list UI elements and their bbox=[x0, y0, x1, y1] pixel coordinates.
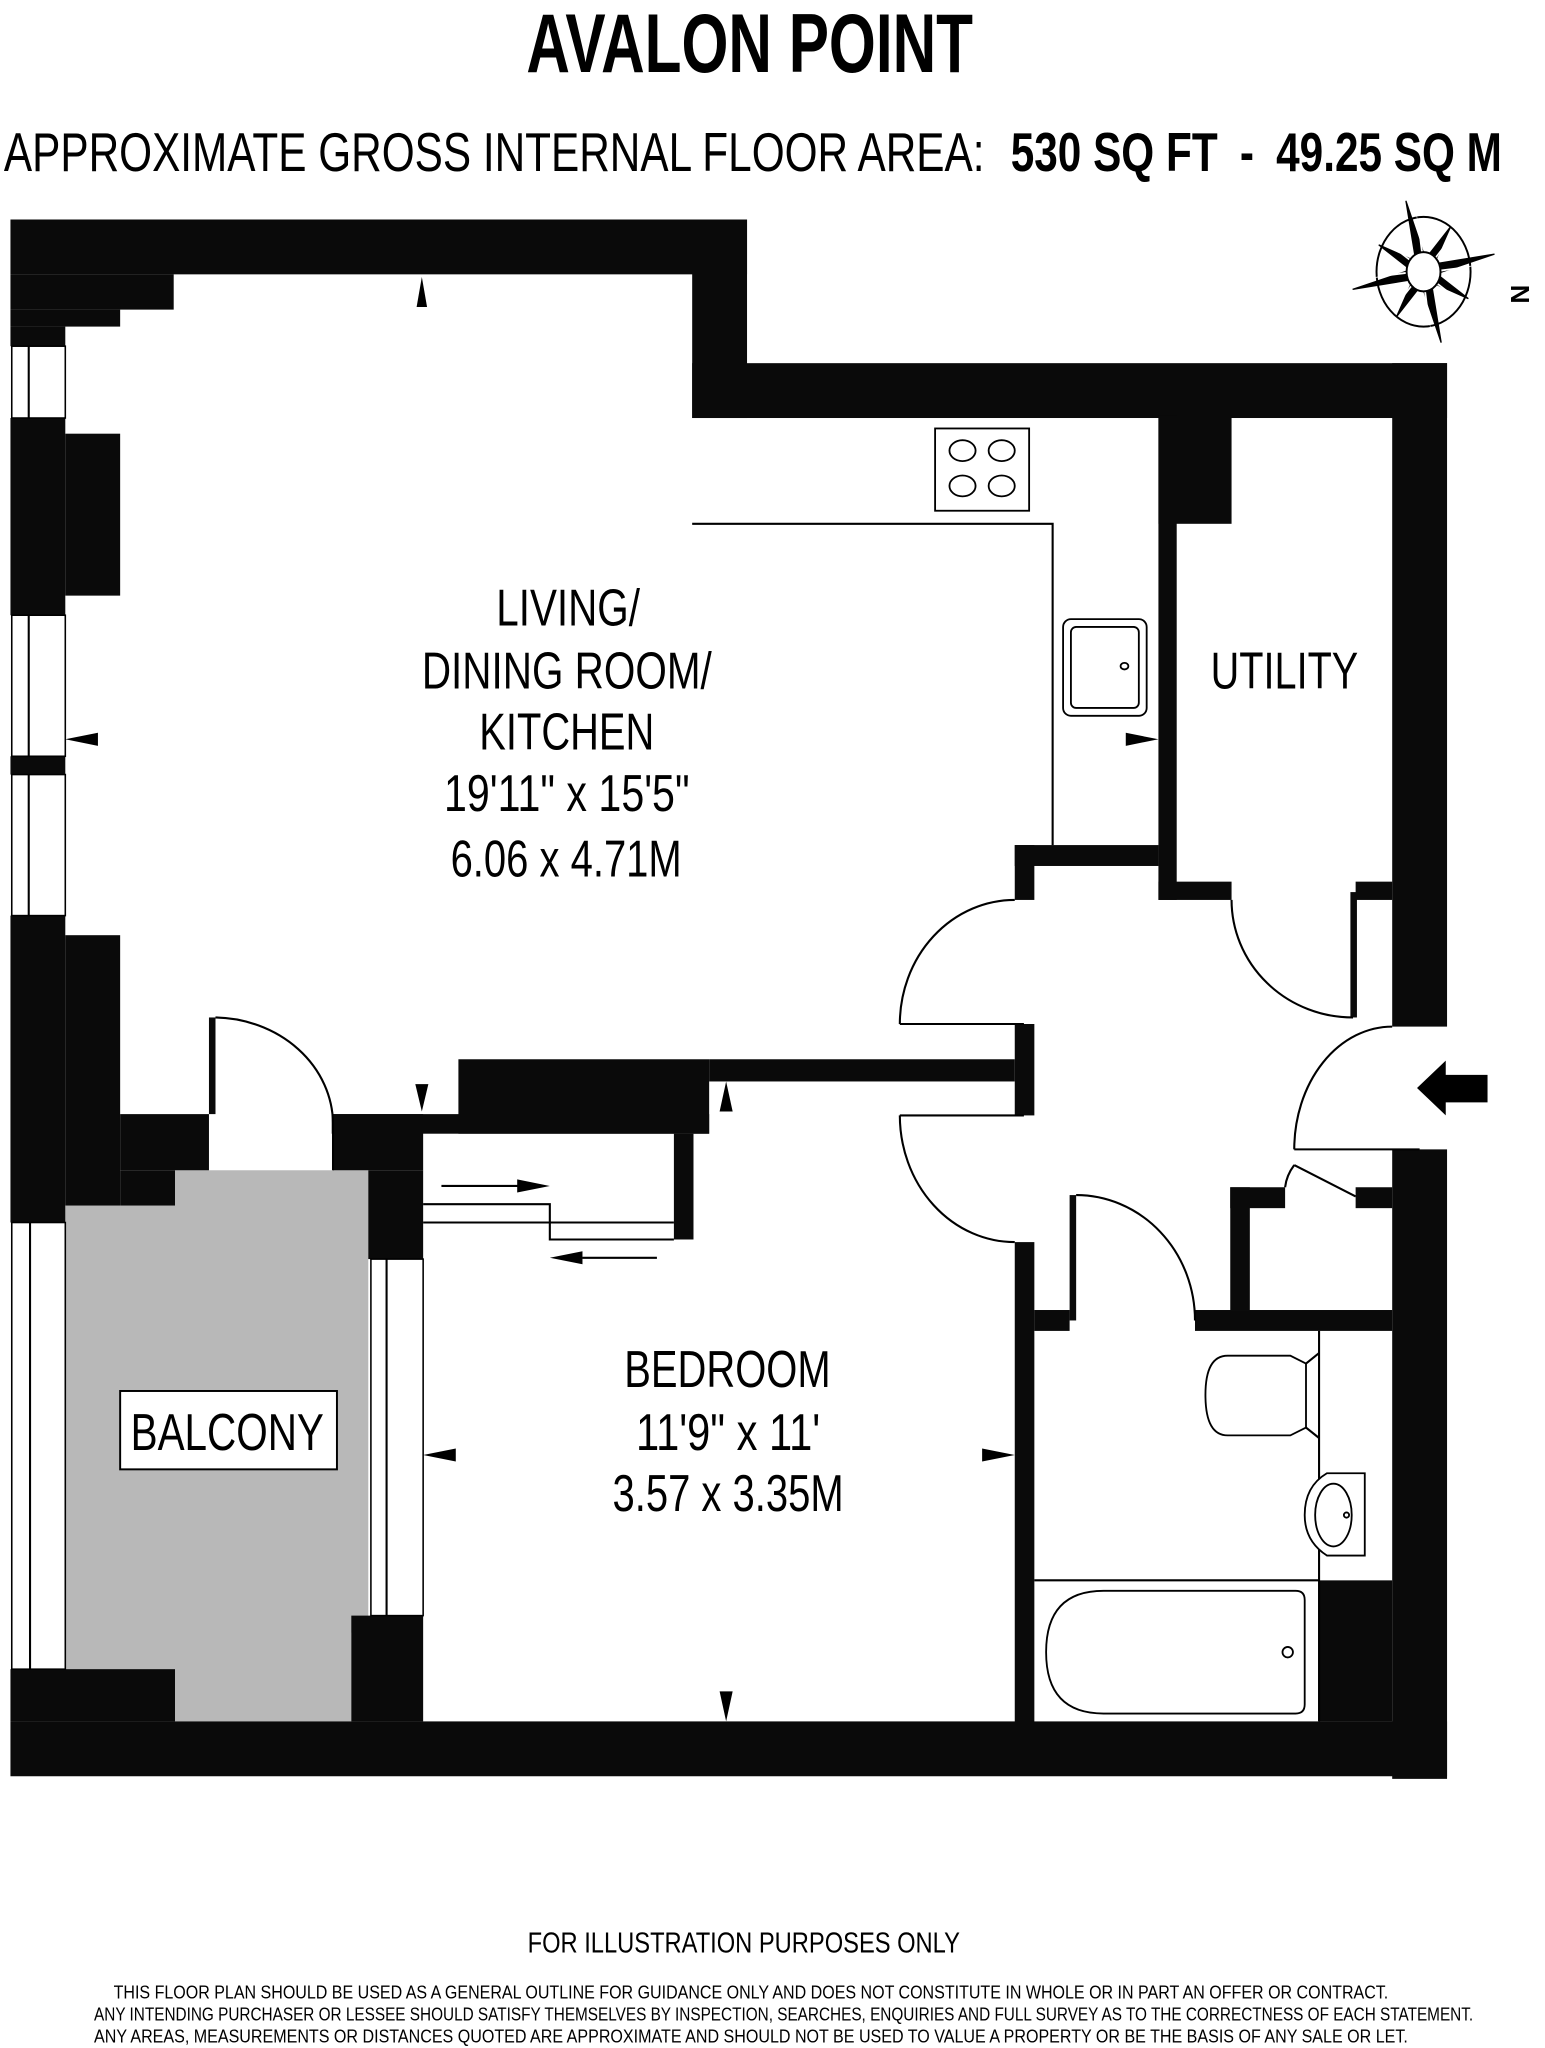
wardrobe bbox=[423, 1179, 674, 1265]
walls bbox=[10, 219, 1448, 1779]
area-sq-ft: 530 SQ FT bbox=[1011, 123, 1218, 183]
disclaimer-line-2: ANY INTENDING PURCHASER OR LESSEE SHOULD… bbox=[94, 2003, 1473, 2024]
bathroom-fixtures bbox=[1034, 1330, 1366, 1722]
hob-icon bbox=[934, 427, 1031, 512]
toilet-icon bbox=[1204, 1352, 1320, 1439]
room-balcony: BALCONY bbox=[119, 1390, 338, 1471]
living-dimensions-metric: 6.06 x 4.71M bbox=[451, 830, 682, 888]
living-label-line-3: KITCHEN bbox=[479, 704, 654, 762]
doors bbox=[215, 898, 1420, 1321]
bath-icon bbox=[1045, 1589, 1306, 1715]
windows bbox=[10, 345, 424, 1670]
cupboard-door bbox=[1293, 1164, 1357, 1198]
sink-icon bbox=[1062, 618, 1148, 717]
property-title: AVALON POINT bbox=[526, 0, 973, 90]
utility-label: UTILITY bbox=[1211, 642, 1359, 700]
compass-rose-icon bbox=[1352, 200, 1495, 343]
arrow-right-icon bbox=[517, 1179, 550, 1193]
bedroom-dimensions-imperial: 11'9" x 11' bbox=[636, 1404, 820, 1462]
entrance-arrow-icon bbox=[1417, 1060, 1488, 1116]
bedroom-label: BEDROOM bbox=[624, 1341, 830, 1399]
bathroom-door bbox=[1076, 1194, 1197, 1321]
disclaimer-line-1: THIS FLOOR PLAN SHOULD BE USED AS A GENE… bbox=[114, 1981, 1389, 2002]
basin-icon bbox=[1303, 1472, 1366, 1557]
balcony-label: BALCONY bbox=[131, 1404, 324, 1462]
kitchen-fixtures bbox=[692, 427, 1148, 846]
entrance-door bbox=[1293, 1025, 1393, 1150]
measurement-markers bbox=[65, 276, 1159, 1722]
area-separator: - bbox=[1240, 123, 1254, 183]
living-label-line-2: DINING ROOM/ bbox=[422, 642, 712, 700]
balcony-door bbox=[215, 1016, 335, 1171]
room-living: LIVING/ DINING ROOM/ KITCHEN 19'11" x 15… bbox=[422, 580, 712, 889]
living-label-line-1: LIVING/ bbox=[496, 580, 640, 638]
arrow-left-icon bbox=[549, 1251, 583, 1265]
utility-door bbox=[1230, 899, 1354, 1019]
living-dimensions-imperial: 19'11" x 15'5" bbox=[444, 765, 690, 823]
living-door bbox=[898, 898, 1015, 1025]
bedroom-dimensions-metric: 3.57 x 3.35M bbox=[613, 1465, 844, 1523]
compass-north-label: N bbox=[1505, 285, 1535, 304]
room-bedroom: BEDROOM 11'9" x 11' 3.57 x 3.35M bbox=[613, 1341, 844, 1523]
disclaimer-line-3: ANY AREAS, MEASUREMENTS OR DISTANCES QUO… bbox=[94, 2026, 1408, 2047]
area-line: APPROXIMATE GROSS INTERNAL FLOOR AREA: 53… bbox=[4, 123, 1502, 183]
illustration-notice: FOR ILLUSTRATION PURPOSES ONLY bbox=[528, 1928, 960, 1960]
area-sq-m: 49.25 SQ M bbox=[1276, 123, 1502, 183]
bedroom-door bbox=[898, 1115, 1015, 1244]
area-label: APPROXIMATE GROSS INTERNAL FLOOR AREA: bbox=[4, 123, 985, 183]
